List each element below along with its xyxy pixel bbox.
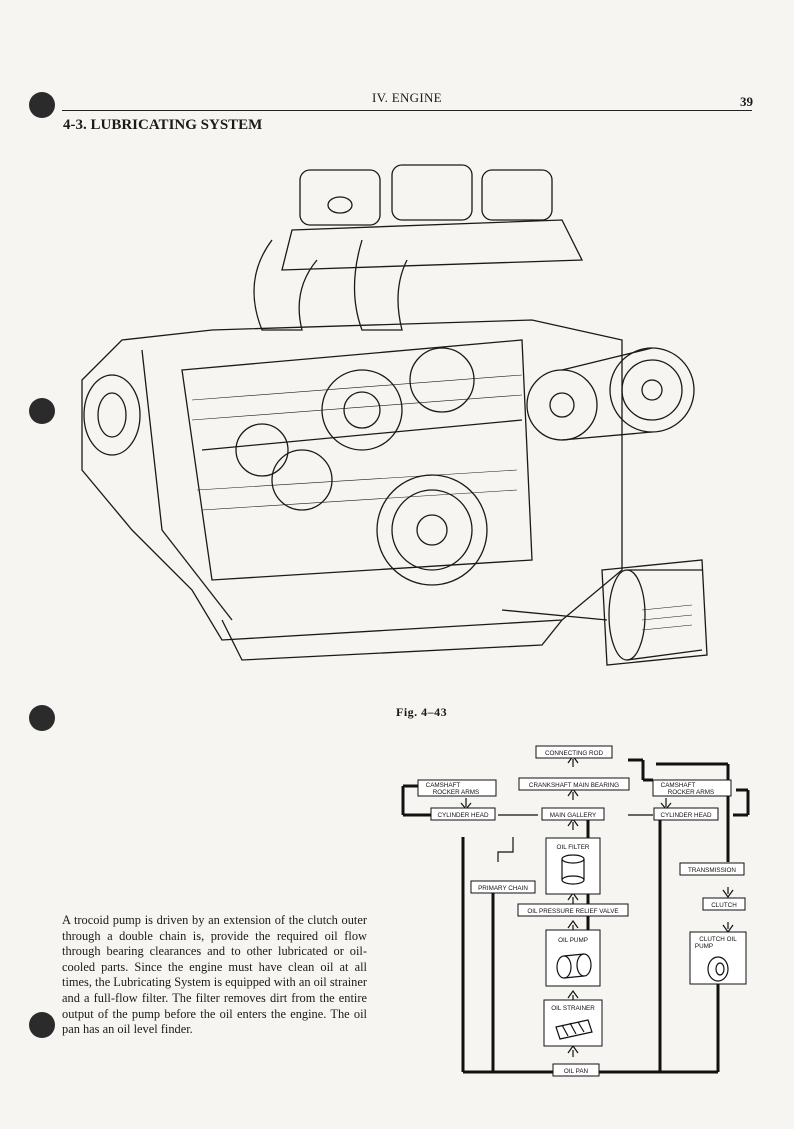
page-number: 39: [740, 94, 753, 109]
oil-filter-icon: [561, 854, 585, 885]
label-camshaft-right: CAMSHAFT: [661, 782, 696, 789]
label-rocker-arms-left: ROCKER ARMS: [433, 789, 480, 796]
engine-cutaway-illustration: [81, 164, 708, 666]
lubrication-flow-diagram: CONNECTING ROD CRANKSHAFT MAIN BEARING C…: [401, 745, 750, 1077]
label-clutch: CLUTCH: [711, 902, 737, 909]
section-header: IV. ENGINE: [372, 90, 442, 105]
label-cylinder-head-left: CYLINDER HEAD: [437, 812, 489, 819]
oil-pan-box: [552, 1063, 600, 1077]
label-clutch-oil: CLUTCH OIL: [699, 936, 737, 943]
label-crankshaft-main-bearing: CRANKSHAFT MAIN BEARING: [529, 782, 619, 789]
label-oil-filter: OIL FILTER: [557, 844, 590, 851]
label-primary-chain: PRIMARY CHAIN: [478, 885, 528, 892]
binder-hole: [29, 705, 55, 731]
header-rule: [62, 110, 752, 111]
label-cylinder-head-right: CYLINDER HEAD: [660, 812, 712, 819]
clutch-oil-pump-box: [689, 931, 747, 985]
binder-hole: [29, 1012, 55, 1038]
body-paragraph: A trocoid pump is driven by an extension…: [62, 913, 367, 1037]
clutch-oil-pump-icon: [707, 956, 729, 982]
label-connecting-rod: CONNECTING ROD: [545, 750, 604, 757]
label-camshaft-left: CAMSHAFT: [426, 782, 461, 789]
clutch-box: [702, 897, 746, 911]
figure-caption: Fig. 4–43: [396, 705, 448, 719]
primary-chain-box: [470, 880, 536, 894]
camshaft-rocker-arms-right-box: [652, 779, 732, 797]
label-pump: PUMP: [695, 943, 713, 950]
label-main-gallery: MAIN GALLERY: [550, 812, 597, 819]
binder-hole: [29, 398, 55, 424]
cylinder-head-left-box: [430, 807, 496, 821]
label-oil-pressure-relief-valve: OIL PRESSURE RELIEF VALVE: [527, 908, 618, 915]
label-transmission: TRANSMISSION: [688, 867, 736, 874]
transmission-box: [679, 862, 745, 876]
main-gallery-box: [541, 807, 605, 821]
connecting-rod-box: [535, 745, 613, 759]
label-oil-pump: OIL PUMP: [558, 937, 588, 944]
camshaft-rocker-arms-left-box: [417, 779, 497, 797]
binder-hole: [29, 92, 55, 118]
label-rocker-arms-right: ROCKER ARMS: [668, 789, 715, 796]
crankshaft-main-bearing-box: [518, 777, 630, 791]
oil-pressure-relief-valve-box: [517, 903, 629, 917]
oil-strainer-icon: [555, 1019, 593, 1040]
page-title: 4-3. LUBRICATING SYSTEM: [63, 117, 263, 133]
oil-filter-box: [545, 837, 601, 895]
oil-pump-icon: [556, 953, 592, 979]
label-oil-pan: OIL PAN: [564, 1068, 589, 1075]
label-oil-strainer: OIL STRAINER: [551, 1005, 595, 1012]
cylinder-head-right-box: [653, 807, 719, 821]
